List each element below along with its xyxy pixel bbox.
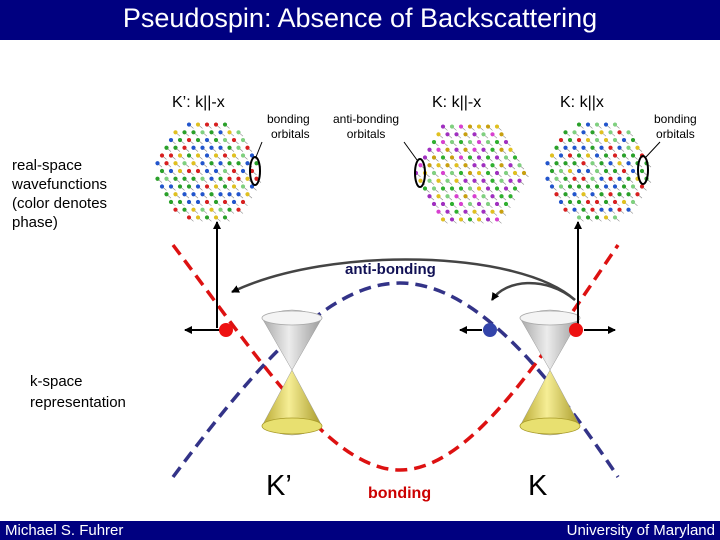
pointer-line-right	[645, 141, 661, 158]
lattice-kprime-bonding	[155, 122, 262, 222]
state-dot-k-bonding	[569, 323, 583, 337]
lattice-k-antibonding	[413, 124, 529, 224]
label-k: K	[528, 470, 548, 502]
footer-bar	[0, 521, 720, 540]
slide-title: Pseudospin: Absence of Backscattering	[122, 3, 598, 33]
label-kspace: k-space representation	[30, 373, 126, 411]
label-realspace: real-space wavefunctions (color denotes …	[12, 157, 108, 231]
scatter-arrow-long	[231, 258, 576, 301]
orbital-marker-middle	[414, 158, 426, 188]
orbital-marker-right	[637, 155, 649, 185]
label-kprime: K’	[266, 470, 292, 502]
pointer-line-middle	[403, 141, 418, 161]
lattice-k-bonding	[545, 122, 652, 222]
orbital-marker-left	[249, 156, 261, 186]
label-kprime-kx: K’: k||-x	[172, 94, 225, 111]
dirac-cone-kprime	[261, 309, 323, 436]
title-bar	[0, 0, 720, 40]
label-bonding: bonding	[368, 485, 432, 502]
footer-author: Michael S. Fuhrer	[5, 522, 124, 539]
dirac-cone-k	[519, 309, 581, 436]
scatter-arrow-short	[490, 281, 576, 301]
label-k-minus-x: K: k||-x	[432, 94, 482, 111]
label-antibonding-orbitals: anti-bonding orbitals	[333, 112, 400, 141]
state-dot-k-antibonding	[483, 323, 497, 337]
label-k-kx: K: k||x	[560, 94, 604, 111]
footer-affiliation: University of Maryland	[566, 522, 715, 539]
state-dot-kprime	[219, 323, 233, 337]
label-bonding-orbitals-left: bonding orbitals	[267, 112, 310, 141]
label-anti-bonding: anti-bonding	[345, 261, 436, 278]
pointer-line-left	[255, 141, 263, 158]
label-bonding-orbitals-right: bonding orbitals	[654, 112, 697, 141]
antibonding-band	[171, 281, 620, 479]
